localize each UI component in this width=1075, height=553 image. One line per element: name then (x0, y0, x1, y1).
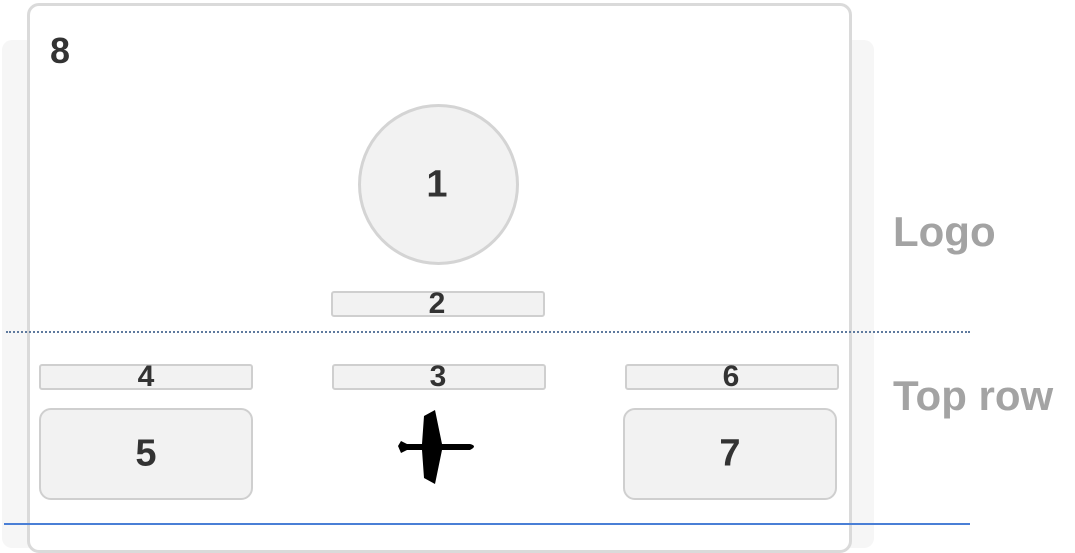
side-label-logo: Logo (893, 208, 996, 255)
label-box-2 (331, 291, 545, 317)
logo-circle-label: 1 (426, 163, 448, 206)
card-number: 8 (50, 30, 71, 71)
label-box-4 (39, 364, 253, 390)
label-4-text: 4 (137, 360, 155, 393)
logo-circle (358, 104, 519, 265)
label-2-text: 2 (428, 287, 446, 320)
box-7-text: 7 (719, 432, 741, 475)
label-3-text: 3 (429, 360, 447, 393)
side-label-top-row: Top row (893, 372, 1054, 419)
label-6-text: 6 (722, 360, 740, 393)
label-box-3 (332, 364, 546, 390)
box-5 (39, 408, 253, 500)
box-7 (623, 408, 837, 500)
section-divider-dotted (6, 331, 970, 333)
label-box-6 (625, 364, 839, 390)
baseline-divider (4, 523, 970, 525)
airplane-icon (398, 410, 474, 484)
box-5-text: 5 (135, 432, 157, 475)
